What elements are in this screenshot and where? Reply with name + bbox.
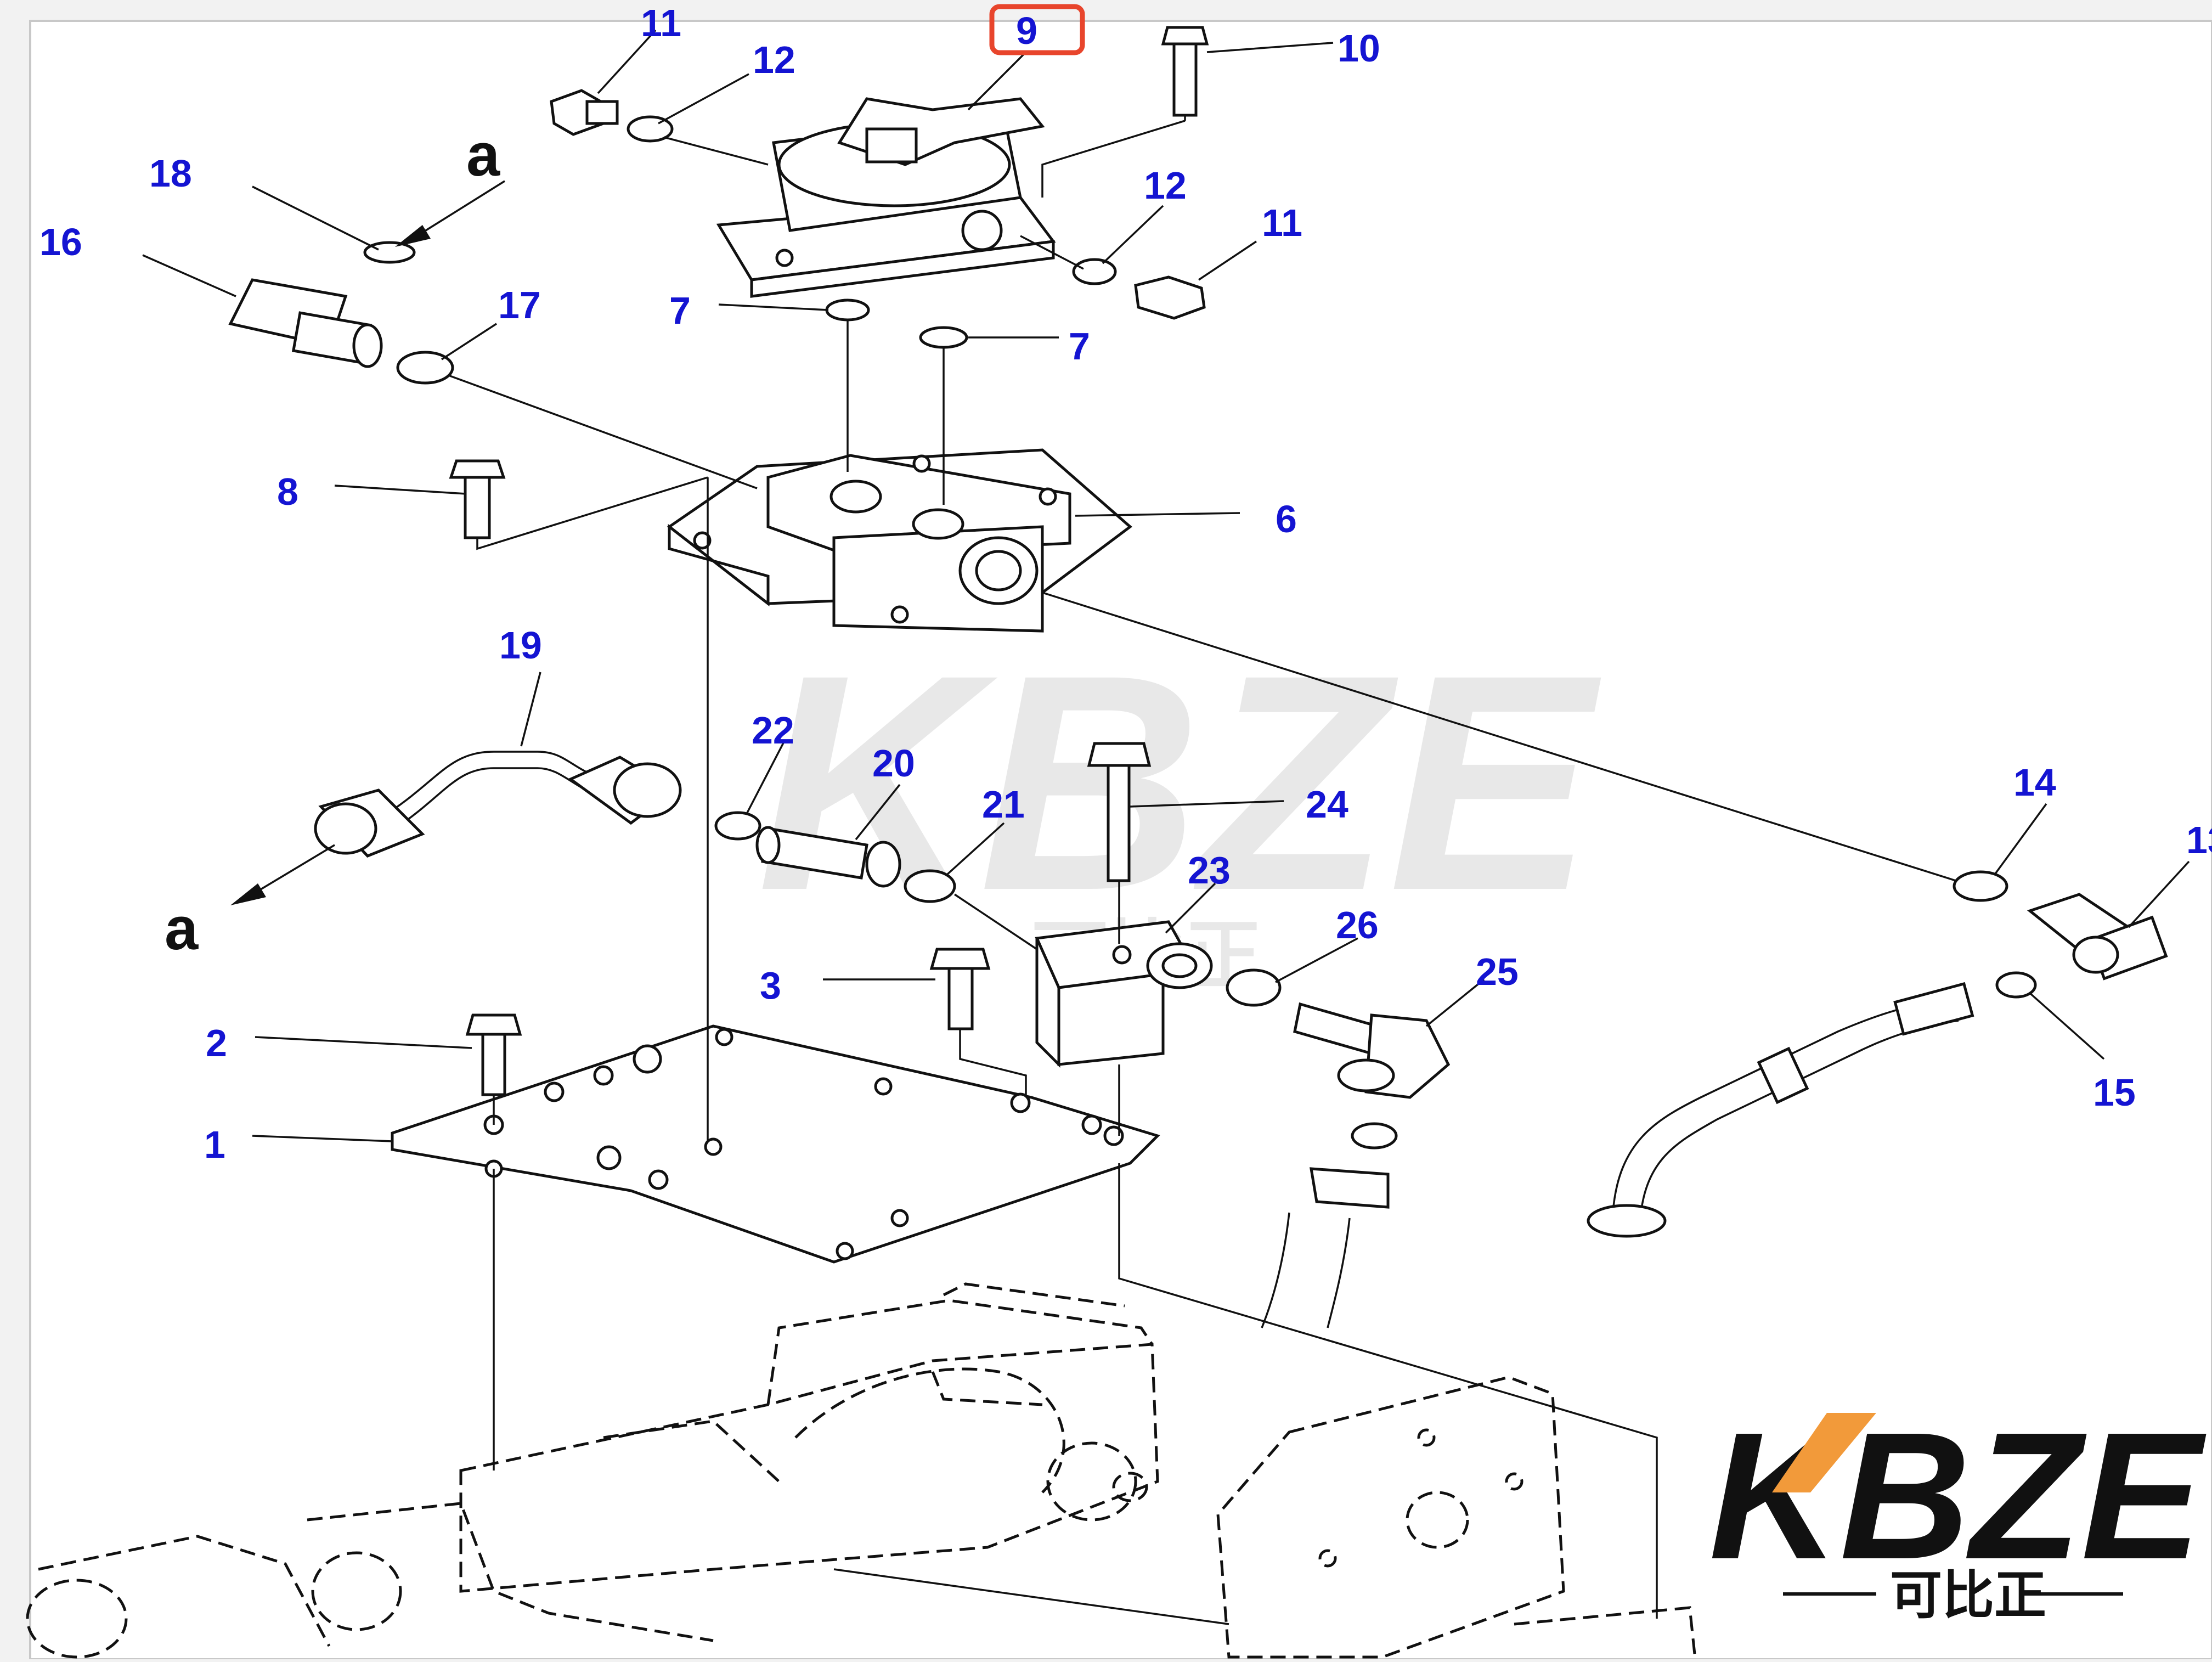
brand-logo-accent: [1772, 1413, 1876, 1492]
part-11-plug-top: [550, 89, 619, 136]
brand-logo-text: KBZE: [1709, 1394, 2208, 1597]
hose-center: [1261, 1122, 1398, 1328]
pump-housing-dashed: [26, 1282, 1159, 1659]
part-15-oring: [1995, 971, 2037, 999]
callout-25: 25: [1476, 950, 1519, 993]
callout-20: 20: [872, 742, 915, 785]
callout-21: 21: [982, 783, 1025, 826]
callout-11-top: 11: [641, 2, 681, 44]
part-26-oring: [1226, 968, 1282, 1007]
part-6-block: [667, 448, 1132, 633]
callout-9: 9: [1016, 9, 1037, 52]
callout-3: 3: [760, 964, 781, 1007]
assembly-lines: [449, 115, 1956, 1625]
callout-23: 23: [1188, 849, 1231, 892]
callout-15: 15: [2093, 1071, 2136, 1114]
callout-1: 1: [204, 1123, 225, 1166]
part-2-bolt: [465, 1013, 522, 1096]
part-7-oring-left: [825, 298, 870, 322]
callout-18: 18: [149, 152, 192, 195]
part-20-fitting: [755, 826, 901, 888]
callout-24: 24: [1306, 783, 1348, 826]
part-16-fitting: [228, 278, 383, 368]
callout-26: 26: [1336, 904, 1379, 947]
callout-7-left: 7: [669, 289, 691, 332]
part-3-bolt: [929, 948, 991, 1030]
callout-8: 8: [277, 470, 298, 513]
view-arrow-top: [395, 180, 505, 247]
part-12-washer-right: [1072, 258, 1117, 285]
callout-22: 22: [752, 709, 794, 752]
center-watermark: KBZE 可比正: [757, 611, 1605, 999]
callout-12-right: 12: [1144, 164, 1187, 207]
part-9-valve: [716, 97, 1056, 298]
part-18-oring: [363, 241, 416, 264]
flange-plate-dashed: [1216, 1376, 1697, 1660]
callout-leaders: [142, 29, 2190, 1142]
part-19-pipe: [314, 751, 682, 858]
part-25-elbow: [1293, 1002, 1451, 1099]
part-21-oring: [904, 869, 956, 903]
view-letter-a-bottom: a: [165, 895, 199, 962]
part-10-bolt: [1161, 26, 1209, 117]
callout-labels: 11 12 9 10 18 16 12 11 17 7 7 8 6 19 22 …: [40, 2, 2212, 1166]
view-arrow-bottom: [230, 844, 335, 905]
highlight-box-9: [989, 4, 1085, 55]
center-watermark-brand: KBZE: [757, 611, 1605, 954]
part-24-bolt: [1087, 742, 1152, 882]
callout-7-right: 7: [1069, 325, 1090, 368]
view-letter-a-top: a: [466, 121, 500, 189]
callout-11-right: 11: [1262, 201, 1302, 244]
callout-2: 2: [206, 1022, 227, 1064]
callout-16: 16: [40, 221, 82, 263]
part-22-oring: [714, 811, 761, 841]
callout-6: 6: [1276, 498, 1297, 540]
hose-right: [1587, 982, 1974, 1238]
part-7-oring-right: [919, 326, 968, 349]
callout-19: 19: [499, 624, 542, 667]
part-14-oring: [1953, 870, 2008, 902]
callout-13: 13: [2186, 819, 2212, 861]
callout-14: 14: [2013, 761, 2056, 804]
part-17-oring: [396, 351, 454, 385]
callout-10: 10: [1338, 27, 1380, 70]
callout-12-top: 12: [753, 38, 795, 81]
brand-logo-subtext: 可比正: [1890, 1567, 2046, 1625]
callout-17: 17: [498, 284, 541, 326]
part-23-block: [1035, 920, 1213, 1068]
part-8-bolt: [449, 459, 506, 539]
part-11-plug-right: [1134, 275, 1206, 320]
brand-logo: KBZE 可比正: [1709, 1394, 2208, 1625]
part-13-fitting: [2027, 893, 2168, 981]
